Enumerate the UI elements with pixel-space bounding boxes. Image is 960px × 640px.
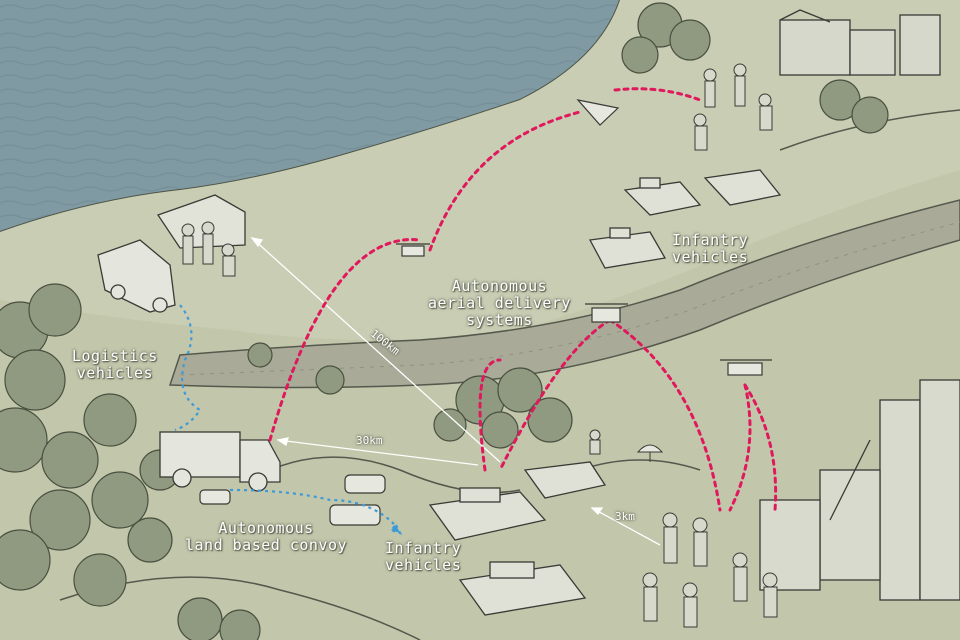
land-route bbox=[174, 304, 403, 535]
aerial-routes bbox=[268, 87, 778, 512]
infantry-vehicles-top-label: Infantry vehicles bbox=[672, 232, 748, 266]
distance-3km: 3km bbox=[615, 510, 635, 523]
logistics-label-line-1: Logistics bbox=[72, 347, 158, 365]
logistics-label-line-2: vehicles bbox=[76, 364, 154, 382]
parachute-supply bbox=[636, 444, 664, 462]
tanks-bottom bbox=[428, 461, 607, 616]
road bbox=[168, 199, 960, 389]
infantry-bottom-line-1: Infantry bbox=[385, 539, 462, 557]
quadcopter-drone-center bbox=[585, 303, 628, 323]
land-convoy-label: Autonomous land based convoy bbox=[185, 520, 347, 554]
logistics-truck-bottom bbox=[159, 431, 281, 492]
infantry-vehicles-bottom-label: Infantry vehicles bbox=[385, 540, 461, 574]
distance-arrows bbox=[250, 237, 661, 546]
aerial-delivery-label: Autonomous aerial delivery systems bbox=[428, 278, 571, 329]
quadcopter-drone-left bbox=[396, 243, 430, 257]
fixed-wing-drone bbox=[576, 99, 620, 126]
ruined-buildings-bottom bbox=[759, 379, 960, 601]
convoy-label-line-1: Autonomous bbox=[218, 519, 314, 537]
tanks-top bbox=[588, 169, 782, 269]
ruined-buildings-top bbox=[779, 9, 941, 76]
logistics-vehicles-label: Logistics vehicles bbox=[72, 348, 158, 382]
tent bbox=[156, 194, 246, 249]
convoy-label-line-2: land based convoy bbox=[185, 536, 348, 554]
infantry-bottom-line-2: vehicles bbox=[385, 556, 462, 574]
convoy-vehicles bbox=[199, 474, 386, 526]
drones bbox=[396, 99, 772, 376]
aerial-label-line-3: systems bbox=[466, 311, 533, 329]
aerial-label-line-1: Autonomous bbox=[451, 277, 548, 295]
distance-30km: 30km bbox=[356, 434, 383, 447]
logistics-truck-top bbox=[97, 239, 176, 313]
aerial-label-line-2: aerial delivery bbox=[428, 294, 571, 312]
trees bbox=[0, 2, 889, 640]
soldiers bbox=[181, 63, 778, 628]
rotor-drone-right bbox=[720, 359, 772, 376]
plateau bbox=[0, 0, 960, 340]
infantry-top-line-2: vehicles bbox=[672, 248, 749, 266]
infantry-top-line-1: Infantry bbox=[672, 231, 749, 249]
